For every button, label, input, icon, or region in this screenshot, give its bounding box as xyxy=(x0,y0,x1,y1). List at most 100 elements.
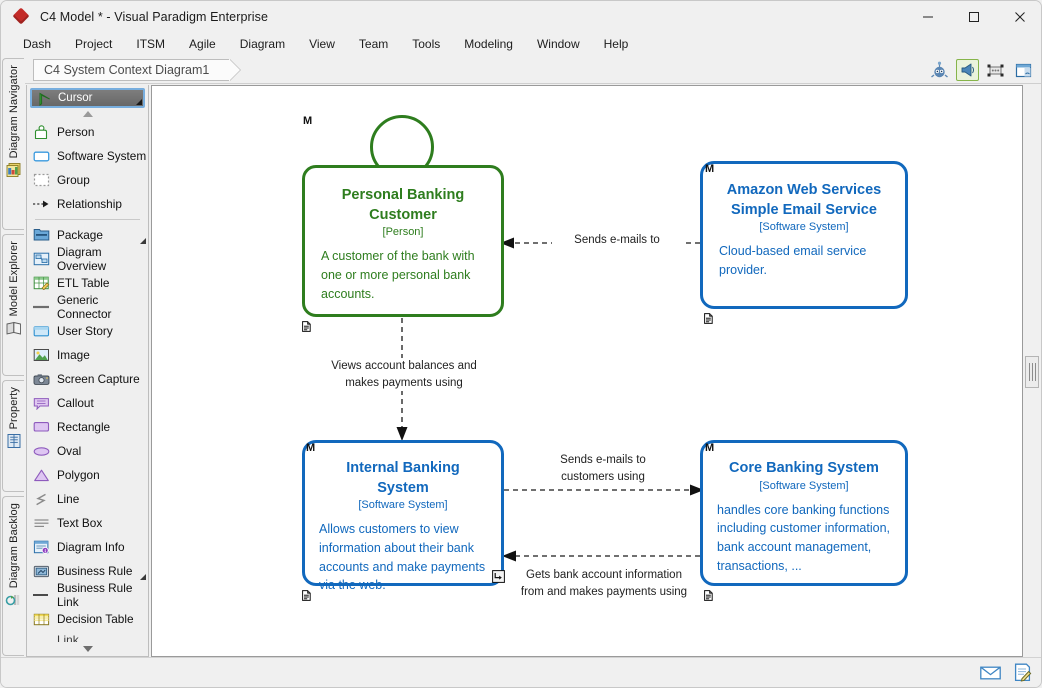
node-internal-banking-system[interactable]: Internal Banking System [Software System… xyxy=(302,440,504,592)
model-explorer-label: Model Explorer xyxy=(7,241,20,317)
palette-item-callout[interactable]: Callout xyxy=(27,391,148,415)
document-tab-strip: C4 System Context Diagram1 xyxy=(1,56,1041,84)
scroll-up-arrow-icon[interactable] xyxy=(27,108,148,120)
palette-item-label: Text Box xyxy=(57,516,103,530)
palette-item-software-system[interactable]: Software System xyxy=(27,144,148,168)
shape-palette: Cursor Person Software System xyxy=(26,85,149,657)
menu-item-dash[interactable]: Dash xyxy=(23,37,52,51)
palette-item-screen-capture[interactable]: Screen Capture xyxy=(27,367,148,391)
megaphone-announce-icon[interactable] xyxy=(956,59,979,81)
palette-item-relationship[interactable]: Relationship xyxy=(27,192,148,216)
relationship-label-gets-bank-account-information[interactable]: Gets bank account information from and m… xyxy=(514,567,694,601)
relationship-label-sends-emails-to[interactable]: Sends e-mails to xyxy=(552,232,682,249)
palette-item-label: User Story xyxy=(57,324,113,338)
polygon-icon xyxy=(31,467,51,483)
sidebar-item-diagram-navigator[interactable]: Diagram Navigator xyxy=(2,58,24,230)
palette-business-rule-submenu-icon[interactable] xyxy=(140,574,146,580)
node-stereotype: [Software System] xyxy=(759,221,849,234)
node-description: handles core banking functions including… xyxy=(717,502,890,573)
callout-icon xyxy=(31,395,51,411)
relationship-label-views-account-balances[interactable]: Views account balances and makes payment… xyxy=(330,358,478,392)
palette-item-label: Oval xyxy=(57,444,82,458)
palette-item-oval[interactable]: Oval xyxy=(27,439,148,463)
menu-item-modeling[interactable]: Modeling xyxy=(464,37,513,51)
menu-item-window[interactable]: Window xyxy=(536,37,580,51)
scroll-down-arrow-icon[interactable] xyxy=(27,642,148,656)
palette-item-label: Screen Capture xyxy=(57,372,140,386)
minimize-icon[interactable] xyxy=(905,1,951,32)
palette-item-person[interactable]: Person xyxy=(27,120,148,144)
node-personal-banking-customer[interactable]: Personal Banking Customer [Person] A cus… xyxy=(302,165,504,317)
menu-item-view[interactable]: View xyxy=(309,37,335,51)
menu-item-tools[interactable]: Tools xyxy=(412,37,441,51)
model-explorer-icon xyxy=(5,320,23,336)
panel-splitter-handle-icon[interactable] xyxy=(1025,356,1039,388)
palette-item-polygon[interactable]: Polygon xyxy=(27,463,148,487)
diagram-navigator-icon xyxy=(5,162,23,178)
menu-item-team[interactable]: Team xyxy=(358,37,389,51)
user-story-icon xyxy=(31,323,51,339)
text-box-icon xyxy=(31,515,51,531)
message-envelope-icon[interactable] xyxy=(979,662,1001,683)
subdiagram-icon[interactable] xyxy=(492,570,505,583)
palette-item-generic-connector[interactable]: Generic Connector xyxy=(27,293,148,321)
property-icon xyxy=(5,433,23,449)
palette-item-business-rule[interactable]: Business Rule xyxy=(27,559,148,583)
menu-item-agile[interactable]: Agile xyxy=(189,37,216,51)
diagram-overview-icon xyxy=(31,251,51,267)
node-model-marker: M xyxy=(303,115,313,127)
panel-layout-icon[interactable] xyxy=(1012,59,1035,81)
etl-table-icon xyxy=(31,275,51,291)
node-amazon-web-services-ses[interactable]: Amazon Web Services Simple Email Service… xyxy=(700,161,908,309)
palette-item-rectangle[interactable]: Rectangle xyxy=(27,415,148,439)
maximize-icon[interactable] xyxy=(951,1,997,32)
palette-item-label: Package xyxy=(57,228,103,242)
palette-item-diagram-info[interactable]: Diagram Info xyxy=(27,535,148,559)
menu-item-itsm[interactable]: ITSM xyxy=(136,37,166,51)
sidebar-item-model-explorer[interactable]: Model Explorer xyxy=(2,234,24,376)
sidebar-item-diagram-backlog[interactable]: Diagram Backlog xyxy=(2,496,24,656)
node-model-marker: M xyxy=(705,163,715,175)
palette-package-submenu-icon[interactable] xyxy=(140,238,146,244)
palette-item-label: Business Rule xyxy=(57,564,133,578)
cursor-arrow-icon xyxy=(37,92,53,110)
menu-item-help[interactable]: Help xyxy=(603,37,629,51)
relationship-label-sends-emails-to-customers-using[interactable]: Sends e-mails to customers using xyxy=(542,452,664,486)
diagram-toolbar xyxy=(928,59,1035,81)
palette-item-decision-table[interactable]: Decision Table xyxy=(27,607,148,631)
robot-assistant-icon[interactable] xyxy=(928,59,951,81)
palette-item-line[interactable]: Line xyxy=(27,487,148,511)
menu-item-project[interactable]: Project xyxy=(75,37,113,51)
palette-item-etl-table[interactable]: ETL Table xyxy=(27,271,148,295)
palette-item-label: Generic Connector xyxy=(57,293,112,321)
node-stereotype: [Software System] xyxy=(759,479,849,492)
close-icon[interactable] xyxy=(997,1,1041,32)
software-system-shape-icon xyxy=(31,148,51,164)
palette-item-label: ETL Table xyxy=(57,276,110,290)
notes-edit-icon[interactable] xyxy=(1011,662,1033,683)
palette-item-business-rule-link[interactable]: Business Rule Link xyxy=(27,581,148,609)
palette-item-label: Business Rule Link xyxy=(57,581,133,609)
palette-item-user-story[interactable]: User Story xyxy=(27,319,148,343)
palette-selected-cursor[interactable]: Cursor xyxy=(30,88,145,108)
palette-cursor-submenu-icon[interactable] xyxy=(136,99,142,105)
sidebar-item-property[interactable]: Property xyxy=(2,380,24,492)
palette-item-text-box[interactable]: Text Box xyxy=(27,511,148,535)
palette-item-image[interactable]: Image xyxy=(27,343,148,367)
image-icon xyxy=(31,347,51,363)
relationship-internal-to-ses xyxy=(504,484,704,496)
visual-paradigm-diamond-icon xyxy=(12,7,30,25)
node-title: Amazon Web Services Simple Email Service xyxy=(726,182,882,218)
palette-item-diagram-overview[interactable]: Diagram Overview xyxy=(27,245,148,273)
fit-to-screen-icon[interactable] xyxy=(984,59,1007,81)
node-core-banking-system[interactable]: Core Banking System [Software System] ha… xyxy=(700,440,908,586)
node-stereotype: [Person] xyxy=(382,226,424,239)
diagram-canvas[interactable]: Personal Banking Customer [Person] A cus… xyxy=(151,85,1023,657)
menu-item-diagram[interactable]: Diagram xyxy=(239,37,286,51)
palette-item-package[interactable]: Package xyxy=(27,223,148,247)
document-tab[interactable]: C4 System Context Diagram1 xyxy=(33,59,230,81)
node-title: Personal Banking Customer xyxy=(341,187,465,223)
palette-item-group[interactable]: Group xyxy=(27,168,148,192)
palette-item-label: Person xyxy=(57,125,95,139)
